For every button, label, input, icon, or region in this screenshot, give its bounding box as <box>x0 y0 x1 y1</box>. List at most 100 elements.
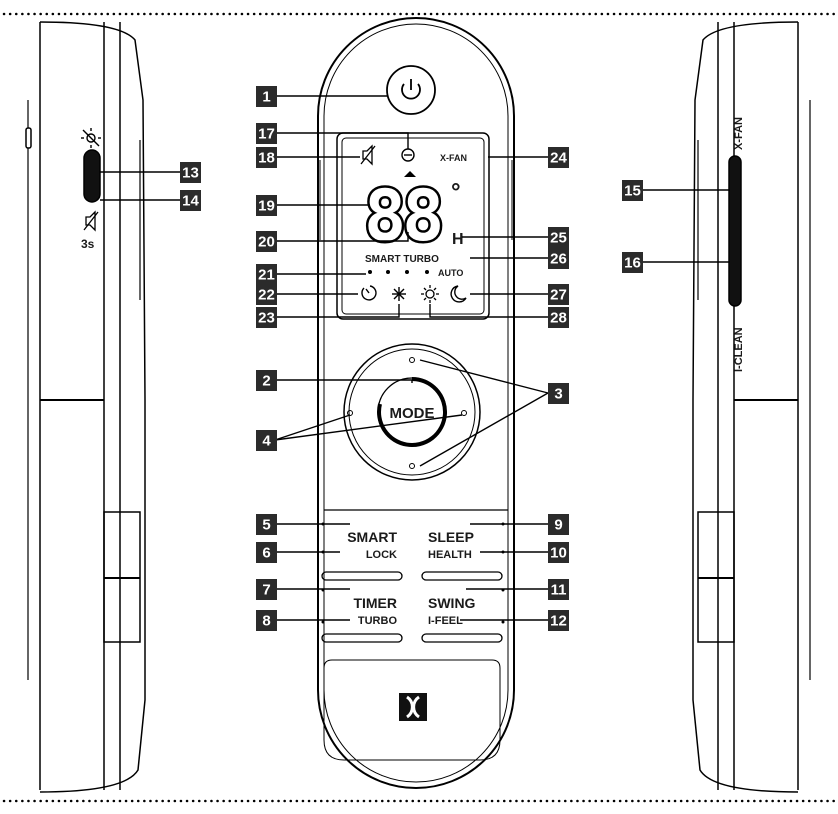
callout-27: 27 <box>548 284 569 305</box>
callout-number: 1 <box>262 89 270 106</box>
callout-number: 12 <box>550 613 567 630</box>
callout-23: 23 <box>256 307 277 328</box>
callout-14: 14 <box>180 190 201 211</box>
callout-26: 26 <box>548 248 569 269</box>
function-buttons <box>321 509 508 761</box>
callout-7: 7 <box>256 579 277 600</box>
callout-1: 1 <box>256 86 277 107</box>
display-xfan: X-FAN <box>440 153 467 163</box>
callout-28: 28 <box>548 307 569 328</box>
lock-label: LOCK <box>366 549 397 561</box>
callout-13: 13 <box>180 162 201 183</box>
moon-icon <box>450 285 467 303</box>
callout-16: 16 <box>622 252 643 273</box>
callout-number: 23 <box>258 310 275 327</box>
heat-icon <box>421 285 439 303</box>
callout-4: 4 <box>256 430 277 451</box>
display-dots <box>368 270 429 274</box>
callout-15: 15 <box>622 180 643 201</box>
callout-number: 5 <box>262 517 270 534</box>
callout-21: 21 <box>256 264 277 285</box>
callout-11: 11 <box>548 579 569 600</box>
callout-10: 10 <box>548 542 569 563</box>
callout-number: 27 <box>550 287 567 304</box>
callout-number: 28 <box>550 310 567 327</box>
callout-number: 26 <box>550 251 567 268</box>
callout-8: 8 <box>256 610 277 631</box>
mute-icon <box>83 210 99 232</box>
callout-boxes: 1234567891011121314151617181920212223242… <box>180 86 643 631</box>
light-off-icon <box>81 128 101 148</box>
electrolux-logo-icon <box>399 693 427 721</box>
right-side-view <box>692 21 811 793</box>
display-auto: AUTO <box>438 268 463 278</box>
callout-number: 10 <box>550 545 567 562</box>
callout-number: 18 <box>258 150 275 167</box>
mode-button[interactable]: MODE <box>377 377 448 447</box>
turbo-label: TURBO <box>358 615 398 627</box>
timer-button[interactable] <box>321 633 403 643</box>
callout-number: 7 <box>262 582 270 599</box>
health-label: HEALTH <box>428 549 472 561</box>
up-button-dot[interactable] <box>409 357 415 363</box>
callout-3: 3 <box>548 383 569 404</box>
display-h: H <box>452 231 464 248</box>
down-button-dot[interactable] <box>409 463 415 469</box>
cool-icon <box>392 287 406 301</box>
smart-label: SMART <box>347 529 397 545</box>
callout-number: 19 <box>258 198 275 215</box>
callout-number: 2 <box>262 373 270 390</box>
left-side-view <box>25 21 146 793</box>
display-mute-icon <box>360 144 376 166</box>
sleep-button[interactable] <box>421 571 503 581</box>
leader-lines <box>100 95 730 621</box>
display-digits: 88 <box>364 175 440 257</box>
sleep-label: SLEEP <box>428 529 474 545</box>
callout-number: 17 <box>258 126 275 143</box>
callout-number: 6 <box>262 545 270 562</box>
right-iclean-label: I-CLEAN <box>733 327 745 372</box>
up-arrow-icon <box>404 171 416 177</box>
lcd-display: X-FAN 88 ° H SMART TURBO AUTO <box>360 144 467 303</box>
display-degree: ° <box>451 179 461 206</box>
right-button-dot[interactable] <box>461 410 467 416</box>
swing-button[interactable] <box>421 633 503 643</box>
callout-number: 3 <box>554 386 562 403</box>
callout-number: 11 <box>551 582 567 599</box>
callout-number: 8 <box>262 613 270 630</box>
callout-number: 14 <box>182 193 199 210</box>
swing-label: SWING <box>428 595 476 611</box>
callout-number: 13 <box>182 165 199 182</box>
callout-number: 21 <box>258 267 275 284</box>
power-icon <box>401 79 421 100</box>
display-smart-turbo: SMART TURBO <box>365 254 439 265</box>
right-xfan-label: X-FAN <box>733 117 745 150</box>
callout-24: 24 <box>548 147 569 168</box>
timer-icon <box>361 285 377 301</box>
hold-3s-label: 3s <box>81 237 95 251</box>
callout-12: 12 <box>548 610 569 631</box>
callout-17: 17 <box>256 123 277 144</box>
callout-9: 9 <box>548 514 569 535</box>
timer-label: TIMER <box>353 595 397 611</box>
callout-5: 5 <box>256 514 277 535</box>
callout-number: 4 <box>262 433 271 450</box>
callout-number: 9 <box>554 517 562 534</box>
callout-number: 25 <box>550 230 567 247</box>
power-button[interactable] <box>386 65 436 115</box>
callout-25: 25 <box>548 227 569 248</box>
mode-label: MODE <box>390 405 435 422</box>
callout-number: 20 <box>258 234 275 251</box>
callout-number: 22 <box>258 287 275 304</box>
callout-22: 22 <box>256 284 277 305</box>
remote-body <box>317 17 515 789</box>
smart-button[interactable] <box>321 571 403 581</box>
callout-20: 20 <box>256 231 277 252</box>
callout-18: 18 <box>256 147 277 168</box>
callout-number: 24 <box>550 150 567 167</box>
callout-19: 19 <box>256 195 277 216</box>
callout-number: 15 <box>624 183 641 200</box>
ifeel-label: I-FEEL <box>428 615 463 627</box>
callout-number: 16 <box>624 255 641 272</box>
